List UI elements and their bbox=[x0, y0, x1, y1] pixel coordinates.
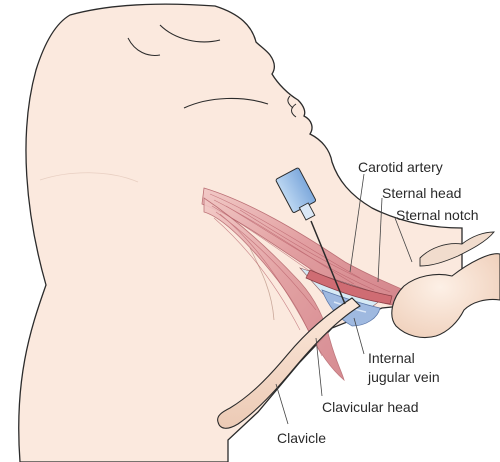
leader-lines bbox=[275, 173, 413, 425]
label-internal-jugular-vein-2: jugular vein bbox=[367, 369, 440, 385]
lips-detail bbox=[287, 95, 297, 118]
jaw-line bbox=[183, 97, 269, 109]
muscle-fibres bbox=[209, 193, 391, 357]
label-internal-jugular-vein-1: Internal bbox=[368, 350, 415, 366]
label-clavicular-head: Clavicular head bbox=[322, 399, 419, 415]
label-clavicle: Clavicle bbox=[277, 430, 326, 446]
label-sternal-notch: Sternal notch bbox=[396, 207, 479, 223]
sternal-notch-shadow bbox=[419, 231, 495, 267]
eye-detail bbox=[159, 24, 221, 43]
sternum-bone bbox=[391, 253, 500, 339]
clavicular-head-muscle bbox=[203, 197, 345, 382]
syringe-hub bbox=[298, 202, 316, 221]
needle-shaft bbox=[310, 220, 346, 305]
clavicle-bone bbox=[217, 297, 361, 429]
neck-crease bbox=[249, 247, 275, 321]
carotid-artery bbox=[305, 269, 393, 305]
shoulder-line bbox=[39, 172, 139, 183]
syringe-needle bbox=[275, 167, 317, 221]
ear-detail bbox=[127, 37, 161, 56]
label-sternal-head: Sternal head bbox=[382, 185, 461, 201]
label-carotid-artery: Carotid artery bbox=[358, 159, 443, 175]
